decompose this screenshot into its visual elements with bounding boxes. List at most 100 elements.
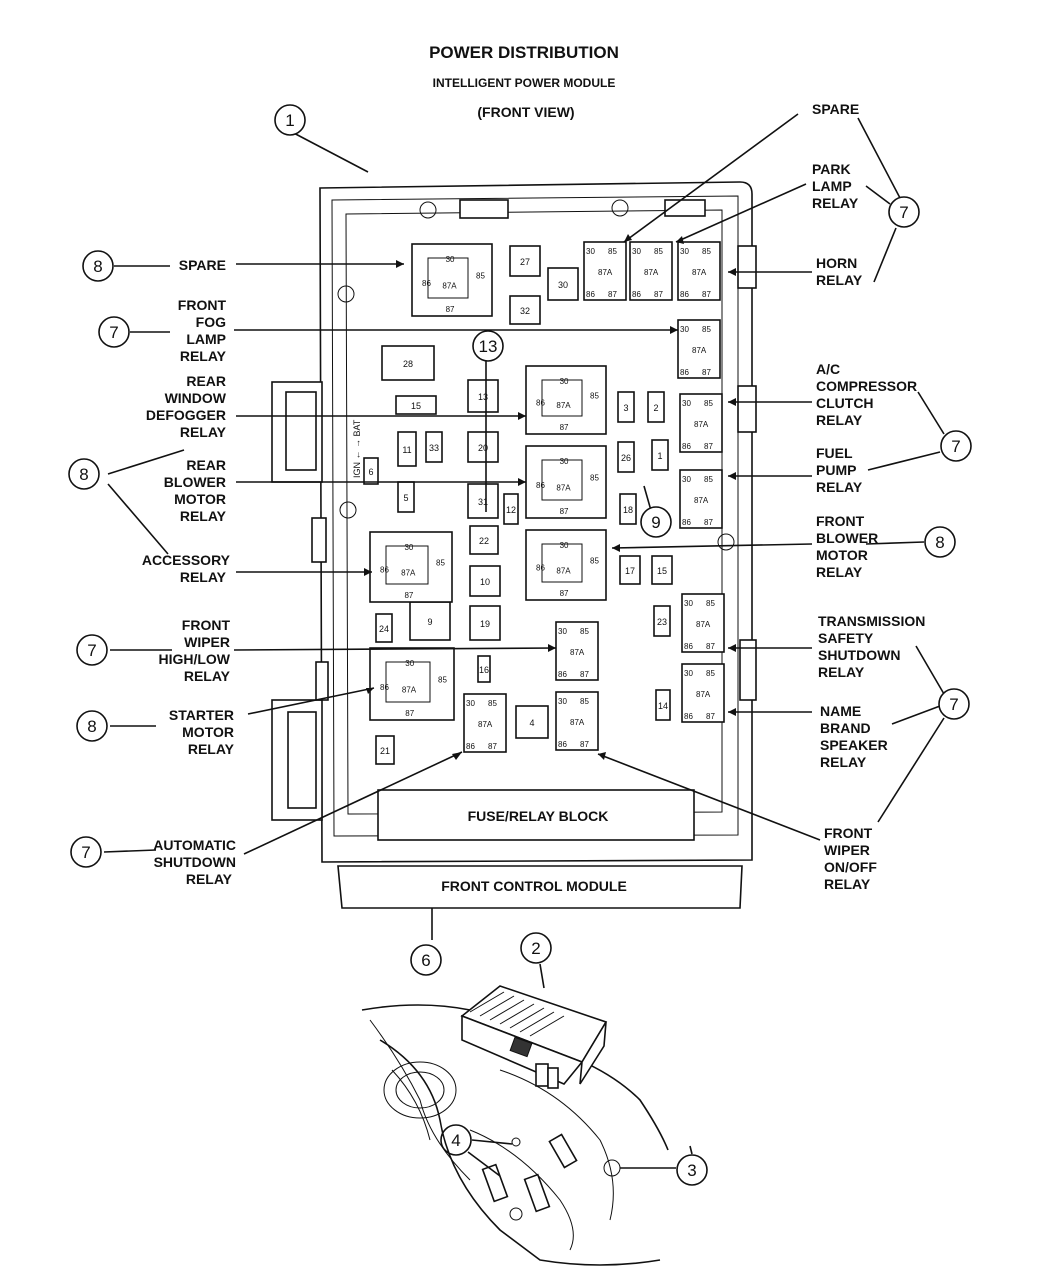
fuse-33: 33: [425, 431, 443, 463]
fuse-11: 11: [397, 431, 417, 467]
svg-text:87: 87: [702, 290, 711, 299]
svg-text:RELAY: RELAY: [184, 668, 231, 684]
svg-text:ACCESSORY: ACCESSORY: [142, 552, 231, 568]
fuse-label: 19: [480, 619, 490, 629]
svg-text:AUTOMATIC: AUTOMATIC: [153, 837, 236, 853]
svg-text:85: 85: [580, 697, 589, 706]
svg-text:MOTOR: MOTOR: [174, 491, 226, 507]
svg-text:87A: 87A: [442, 282, 457, 291]
fuse-label: 30: [558, 280, 568, 290]
fuse-16: 16: [477, 655, 491, 683]
label-accessory-relay: ACCESSORY RELAY: [142, 552, 231, 585]
svg-text:86: 86: [422, 279, 431, 288]
callout-1: 1: [274, 104, 306, 136]
svg-text:RELAY: RELAY: [180, 569, 227, 585]
label-spare-left: SPARE: [179, 257, 226, 273]
fuse-label: 1: [657, 451, 662, 461]
svg-text:86: 86: [586, 290, 595, 299]
label-horn-relay: HORN RELAY: [816, 255, 863, 288]
fuse-label: 9: [427, 617, 432, 627]
svg-text:87A: 87A: [478, 720, 493, 729]
svg-text:87A: 87A: [556, 566, 571, 575]
svg-text:87: 87: [608, 290, 617, 299]
fuse-label: 15: [411, 401, 421, 411]
fuse-label: 24: [379, 624, 389, 634]
svg-text:86: 86: [536, 398, 545, 407]
title-line-3: (FRONT VIEW): [477, 104, 574, 120]
svg-text:4: 4: [451, 1131, 460, 1150]
label-starter-motor-relay: STARTER MOTOR RELAY: [169, 707, 235, 757]
svg-text:BLOWER: BLOWER: [816, 530, 878, 546]
label-park-lamp-relay: PARK LAMP RELAY: [812, 161, 859, 211]
svg-text:BRAND: BRAND: [820, 720, 871, 736]
svg-text:86: 86: [680, 290, 689, 299]
svg-text:86: 86: [466, 742, 475, 751]
fuse-label: 32: [520, 306, 530, 316]
callout-4: 4: [440, 1124, 472, 1156]
svg-text:87: 87: [702, 368, 711, 377]
svg-text:RELAY: RELAY: [816, 479, 863, 495]
svg-text:30: 30: [405, 659, 414, 668]
svg-text:7: 7: [81, 843, 90, 862]
svg-text:NAME: NAME: [820, 703, 861, 719]
svg-text:RELAY: RELAY: [186, 871, 233, 887]
fuse-label: 12: [506, 505, 516, 515]
svg-text:30: 30: [404, 543, 413, 552]
svg-text:87A: 87A: [694, 420, 709, 429]
fuse-relay-block-window: [377, 789, 695, 841]
svg-text:LAMP: LAMP: [186, 331, 226, 347]
svg-text:87A: 87A: [692, 268, 707, 277]
svg-text:87A: 87A: [598, 268, 613, 277]
fuse-24: 24: [375, 613, 393, 643]
fuse-label: 13: [478, 392, 488, 402]
svg-text:RELAY: RELAY: [816, 412, 863, 428]
svg-text:30: 30: [558, 697, 567, 706]
svg-text:30: 30: [682, 475, 691, 484]
svg-text:PARK: PARK: [812, 161, 851, 177]
svg-text:86: 86: [536, 481, 545, 490]
fuse-label: 27: [520, 257, 530, 267]
svg-text:87: 87: [704, 518, 713, 527]
label-front-wiper-high-low-relay: FRONT WIPER HIGH/LOW RELAY: [158, 617, 230, 684]
callout-8-left: 8: [68, 458, 100, 490]
svg-text:87: 87: [560, 589, 569, 598]
svg-text:7: 7: [951, 437, 960, 456]
svg-text:SHUTDOWN: SHUTDOWN: [818, 647, 900, 663]
callout-9: 9: [640, 506, 672, 538]
callout-13: 13: [472, 330, 504, 362]
fuse-20: 20: [467, 431, 499, 463]
label-fuel-pump-relay: FUEL PUMP RELAY: [816, 445, 863, 495]
fuse-label: 20: [478, 443, 488, 453]
fuse-32: 32: [509, 295, 541, 325]
svg-text:COMPRESSOR: COMPRESSOR: [816, 378, 917, 394]
svg-text:85: 85: [704, 399, 713, 408]
svg-text:30: 30: [684, 669, 693, 678]
fuse-9: 9: [409, 601, 451, 641]
svg-text:8: 8: [93, 257, 102, 276]
fuse-label: 31: [478, 497, 488, 507]
callout-6: 6: [410, 944, 442, 976]
svg-text:86: 86: [536, 564, 545, 573]
label-rear-window-defogger-relay: REAR WINDOW DEFOGGER RELAY: [146, 373, 227, 440]
svg-text:ON/OFF: ON/OFF: [824, 859, 877, 875]
svg-text:PUMP: PUMP: [816, 462, 856, 478]
svg-text:9: 9: [651, 513, 660, 532]
svg-text:RELAY: RELAY: [188, 741, 235, 757]
fuse-3: 3: [617, 391, 635, 423]
svg-text:85: 85: [488, 699, 497, 708]
svg-text:FRONT: FRONT: [824, 825, 873, 841]
svg-text:SAFETY: SAFETY: [818, 630, 874, 646]
fuse-label: 18: [623, 505, 633, 515]
svg-text:30: 30: [680, 247, 689, 256]
leader-lines: [103, 113, 945, 855]
svg-text:87A: 87A: [696, 690, 711, 699]
power-module-housing: FUSE/RELAY BLOCK FRONT CONTROL MODULE IG…: [271, 181, 757, 940]
svg-text:30: 30: [684, 599, 693, 608]
svg-text:87: 87: [704, 442, 713, 451]
svg-text:87A: 87A: [402, 686, 417, 695]
svg-text:87A: 87A: [556, 401, 571, 410]
